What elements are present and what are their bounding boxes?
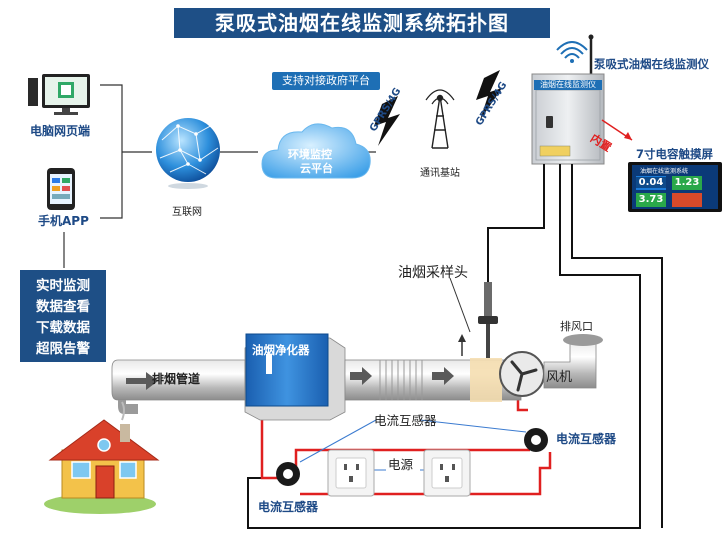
pipe-label: 排烟管道 xyxy=(152,372,201,386)
screen-value: 1.23 xyxy=(674,177,700,188)
feature-item: 下载数据 xyxy=(36,320,90,336)
screen-value: 0.04 xyxy=(636,177,666,188)
feature-item: 实时监测 xyxy=(36,278,90,294)
feature-list: 实时监测 数据查看 下载数据 超限告警 xyxy=(20,270,106,362)
sampling-probe-icon xyxy=(458,282,498,358)
gov-platform-label: 支持对接政府平台 xyxy=(272,72,380,90)
pc-monitor-icon xyxy=(28,74,90,115)
screen-title: 油烟在线监测系统 xyxy=(640,168,689,175)
feature-item: 超限告警 xyxy=(36,341,90,357)
house-icon xyxy=(44,401,160,514)
probe-leader xyxy=(449,277,471,333)
device-label: 泵吸式油烟在线监测仪 xyxy=(594,57,709,71)
base-station-label: 通讯基站 xyxy=(420,168,460,179)
screen-label: 7寸电容触摸屏 xyxy=(636,147,714,161)
built-in-arrow-head xyxy=(624,132,632,140)
cloud-label-line2: 云平台 xyxy=(300,162,333,175)
sensor-label-top: 电流互感器 xyxy=(374,413,437,428)
exhaust-label: 排风口 xyxy=(560,320,593,333)
pc-label: 电脑网页端 xyxy=(30,124,91,138)
power-outlet-right-icon xyxy=(423,449,471,497)
current-sensor-left-icon xyxy=(276,462,300,486)
base-station-tower-icon xyxy=(425,89,455,149)
power-outlet-left-icon xyxy=(327,449,375,497)
sensor-label-left: 电流互感器 xyxy=(258,500,319,514)
cloud-platform-icon xyxy=(261,123,371,179)
fan-label: 风机 xyxy=(546,370,573,385)
internet-label: 互联网 xyxy=(172,207,202,218)
page-title: 泵吸式油烟在线监测系统拓扑图 xyxy=(174,8,550,38)
purifier-unit xyxy=(245,333,329,407)
phone-icon xyxy=(47,168,75,210)
screen-value: 3.73 xyxy=(638,194,664,205)
purifier-label: 油烟净化器 xyxy=(252,343,310,357)
power-label: 电源 xyxy=(388,457,414,472)
feature-item: 数据查看 xyxy=(36,299,90,315)
signal-wires xyxy=(247,164,663,529)
device-panel-title: 油烟在线监测仪 xyxy=(534,80,602,90)
probe-label: 油烟采样头 xyxy=(398,265,468,281)
cloud-label-line1: 环境监控 xyxy=(288,148,332,161)
current-sensor-right-icon xyxy=(524,428,548,452)
app-label: 手机APP xyxy=(38,214,89,228)
wireless-left-icon xyxy=(374,96,400,146)
internet-globe-icon xyxy=(156,118,220,189)
wireless-right-icon xyxy=(476,70,502,120)
sensor-label-right: 电流互感器 xyxy=(556,432,617,446)
